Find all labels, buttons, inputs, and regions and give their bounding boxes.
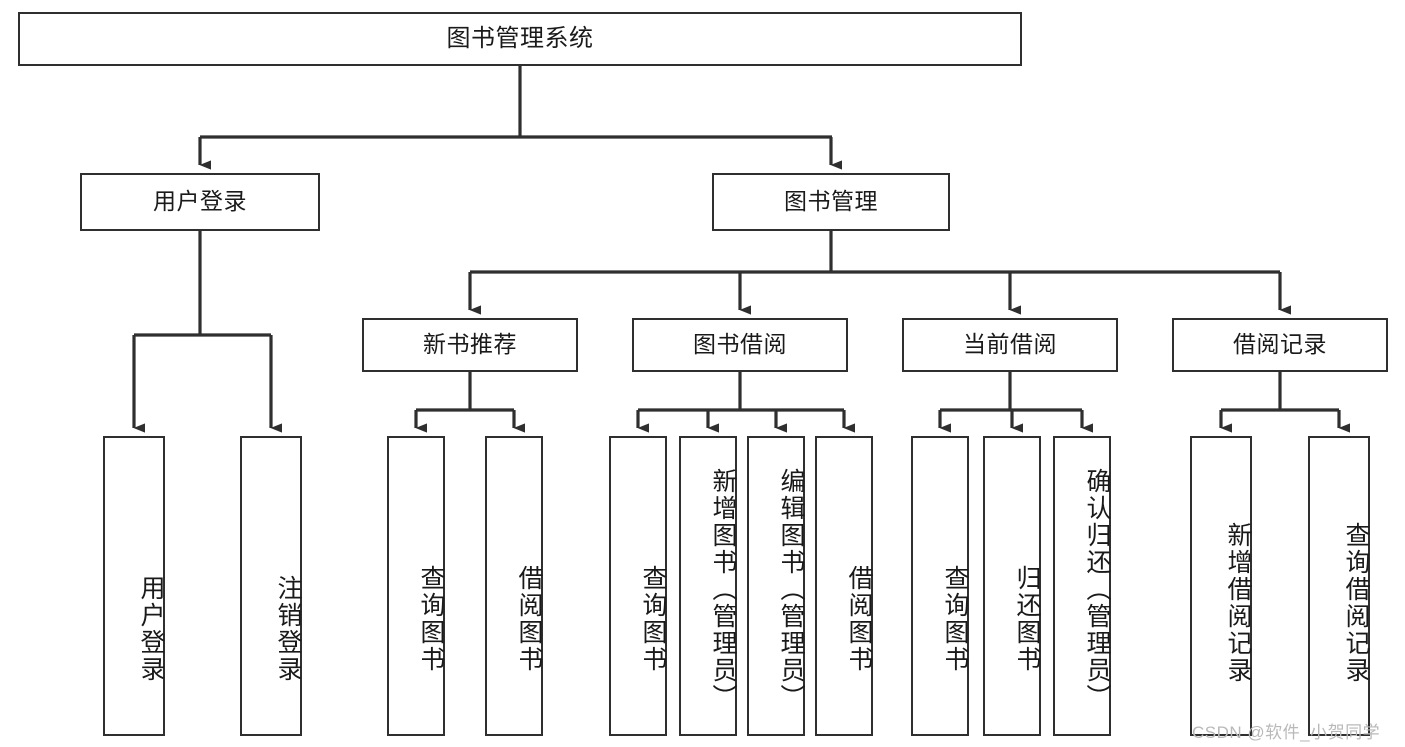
node-leaf-borrow-book-2-label: 借阅图书	[845, 565, 873, 673]
node-book-manage-label: 图书管理	[784, 188, 878, 215]
node-leaf-query-book-3[interactable]: 查询图书	[911, 436, 969, 736]
node-leaf-edit-book[interactable]: 编辑图书（管理员）	[747, 436, 805, 736]
node-borrow-record-label: 借阅记录	[1233, 331, 1327, 358]
node-leaf-logout-label: 注销登录	[274, 575, 302, 683]
node-leaf-edit-book-label: 编辑图书（管理员）	[777, 467, 805, 711]
node-leaf-confirm-return[interactable]: 确认归还（管理员）	[1053, 436, 1111, 736]
node-new-book-recommend-label: 新书推荐	[423, 331, 517, 358]
node-book-manage[interactable]: 图书管理	[712, 173, 950, 231]
node-leaf-query-book-3-label: 查询图书	[941, 565, 969, 673]
node-new-book-recommend[interactable]: 新书推荐	[362, 318, 578, 372]
node-leaf-add-book-label: 新增图书（管理员）	[709, 467, 737, 711]
node-leaf-logout[interactable]: 注销登录	[240, 436, 302, 736]
node-leaf-query-book-2[interactable]: 查询图书	[609, 436, 667, 736]
node-leaf-add-record-label: 新增借阅记录	[1224, 522, 1252, 684]
node-root-label: 图书管理系统	[446, 24, 594, 52]
node-leaf-add-book[interactable]: 新增图书（管理员）	[679, 436, 737, 736]
node-root-system[interactable]: 图书管理系统	[18, 12, 1022, 66]
node-user-login-label: 用户登录	[153, 188, 247, 215]
node-user-login[interactable]: 用户登录	[80, 173, 320, 231]
node-leaf-user-login-label: 用户登录	[137, 575, 165, 683]
node-leaf-return-book[interactable]: 归还图书	[983, 436, 1041, 736]
node-book-borrow[interactable]: 图书借阅	[632, 318, 848, 372]
node-leaf-return-book-label: 归还图书	[1013, 565, 1041, 673]
node-leaf-query-book-1[interactable]: 查询图书	[387, 436, 445, 736]
node-leaf-confirm-return-label: 确认归还（管理员）	[1083, 467, 1111, 711]
node-leaf-add-record[interactable]: 新增借阅记录	[1190, 436, 1252, 736]
node-leaf-user-login[interactable]: 用户登录	[103, 436, 165, 736]
node-leaf-query-book-1-label: 查询图书	[417, 565, 445, 673]
node-borrow-record[interactable]: 借阅记录	[1172, 318, 1388, 372]
node-book-borrow-label: 图书借阅	[693, 331, 787, 358]
node-current-borrow[interactable]: 当前借阅	[902, 318, 1118, 372]
node-current-borrow-label: 当前借阅	[963, 331, 1057, 358]
node-leaf-borrow-book-1[interactable]: 借阅图书	[485, 436, 543, 736]
node-leaf-borrow-book-1-label: 借阅图书	[515, 565, 543, 673]
node-leaf-query-book-2-label: 查询图书	[639, 565, 667, 673]
csdn-watermark: CSDN @软件_小贺同学	[1192, 723, 1381, 742]
node-leaf-query-record-label: 查询借阅记录	[1342, 522, 1370, 684]
node-leaf-query-record[interactable]: 查询借阅记录	[1308, 436, 1370, 736]
node-leaf-borrow-book-2[interactable]: 借阅图书	[815, 436, 873, 736]
